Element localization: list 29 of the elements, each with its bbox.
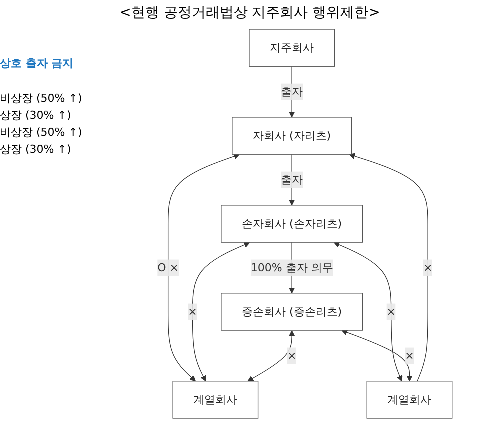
edge-label: × xyxy=(188,305,198,318)
ratio-label: 상장 (30% ↑) xyxy=(0,108,72,123)
ratio-label: 비상장 (50% ↑) xyxy=(0,125,84,140)
edge-label: × xyxy=(423,261,433,274)
node-box: 계열회사 xyxy=(366,381,453,419)
title: <현행 공정거래법상 지주회사 행위제한> xyxy=(118,4,382,22)
edge-label: 출자 xyxy=(281,173,304,186)
node-box: 지주회사 xyxy=(249,29,336,67)
arrow xyxy=(289,154,296,206)
node-box: 계열회사 xyxy=(172,381,259,419)
arrow xyxy=(192,242,250,382)
edge-label: × xyxy=(405,349,414,362)
edge-label: × xyxy=(287,349,297,362)
note-text: 상호 출자 금지 xyxy=(0,56,75,71)
ratio-label: 상장 (30% ↑) xyxy=(0,142,72,157)
arrow xyxy=(289,66,296,118)
node-box: 손자회사 (손자리츠) xyxy=(221,205,364,243)
ratio-label: 비상장 (50% ↑) xyxy=(0,91,84,106)
arrow xyxy=(248,330,296,382)
arrow xyxy=(342,330,413,382)
arrow xyxy=(349,153,428,382)
edge-label: 출자 xyxy=(281,85,304,98)
arrow xyxy=(168,154,240,382)
node-box: 자회사 (자리츠) xyxy=(232,117,352,155)
arrow xyxy=(334,242,403,382)
edge-label: O × xyxy=(158,261,180,274)
edge-label: 100% 출자 의무 xyxy=(250,261,334,274)
node-box: 증손회사 (증손리츠) xyxy=(221,293,364,331)
edge-label: × xyxy=(386,305,396,318)
